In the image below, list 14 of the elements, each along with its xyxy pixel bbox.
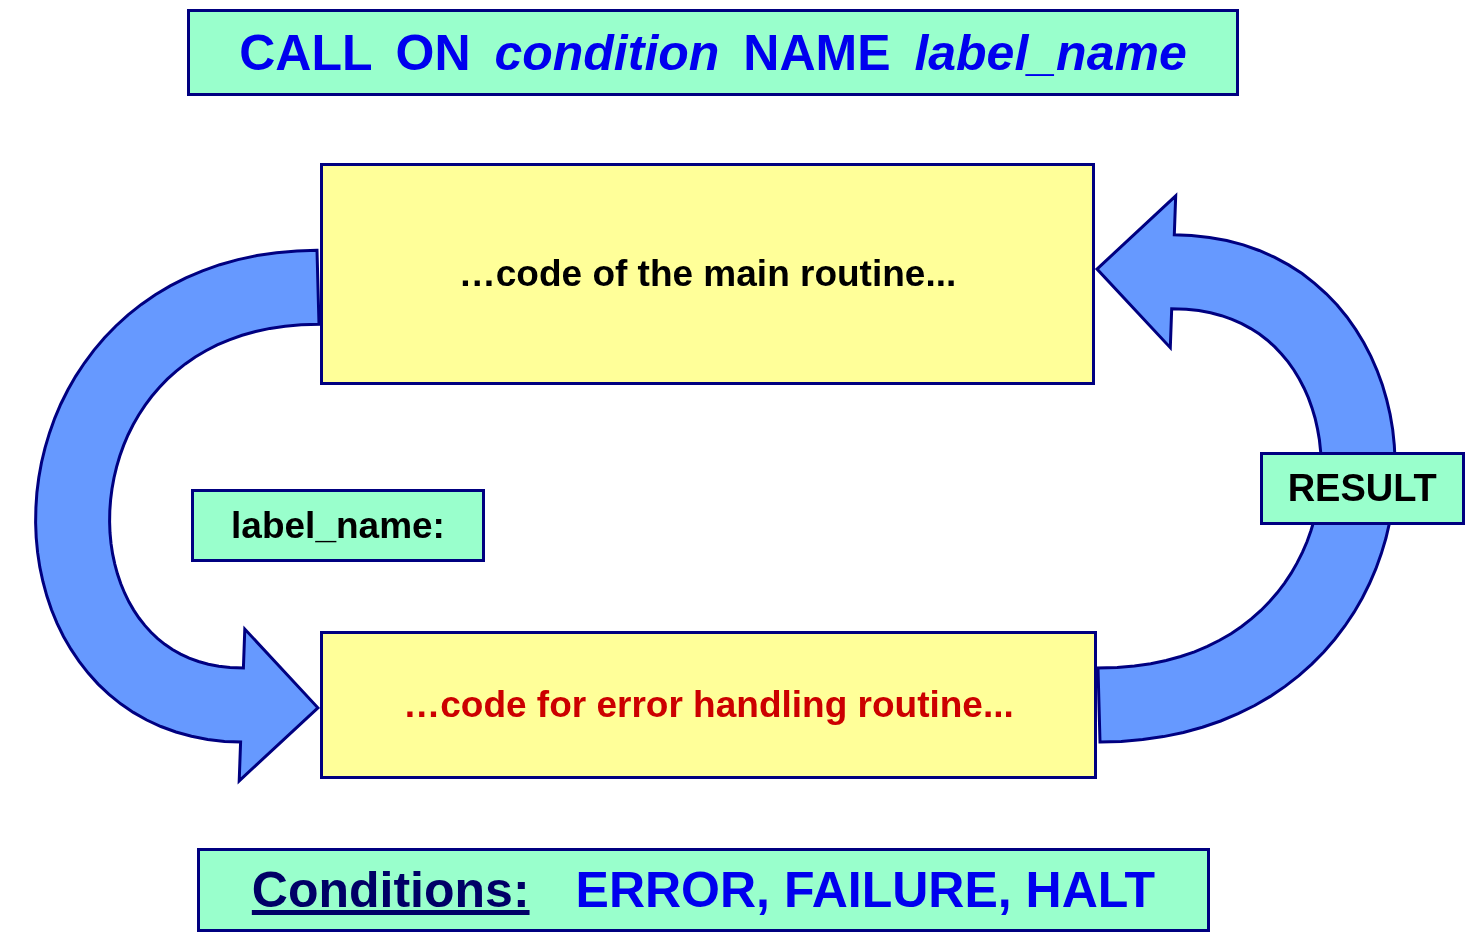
label-box [191,489,485,562]
box-text: …code of the main routine... [458,253,957,295]
curved-arrow [34,248,321,785]
conditions-list: ERROR, FAILURE, HALT [575,861,1156,919]
syntax-text: CALL ON condition NAME label_name [239,23,1187,82]
label-text: label_name: [231,504,445,547]
curved-arrow [1094,192,1397,744]
process-box [320,163,1095,385]
box-text: …code for error handling routine... [403,684,1014,726]
conditions-box [197,848,1210,932]
edge-label: RESULT [1259,451,1465,525]
process-box [320,631,1097,779]
syntax-box [187,9,1239,96]
conditions-heading: Conditions: [251,861,530,919]
